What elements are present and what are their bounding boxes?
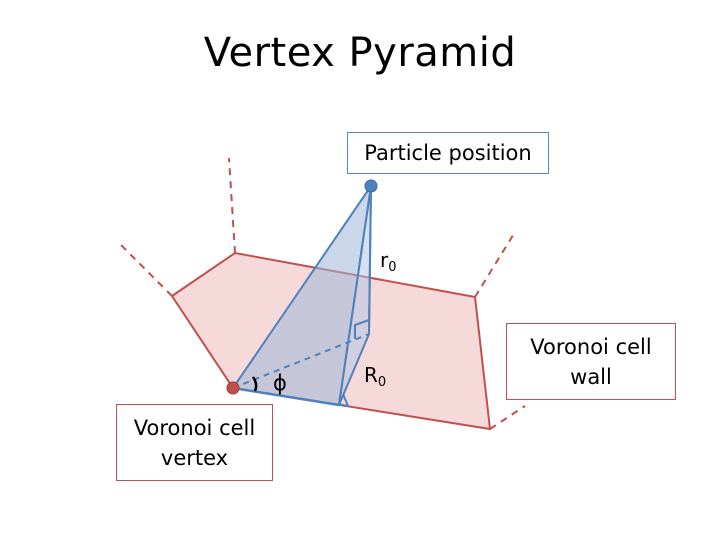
dashed-edge-bottom-right: [489, 405, 526, 430]
particle-position-label: Particle position: [364, 141, 532, 165]
vertex-label-line2: vertex: [160, 446, 229, 470]
r0-subscript: 0: [388, 260, 397, 275]
particle-position-point: [364, 179, 378, 193]
wall-label-line2: wall: [570, 365, 612, 389]
height-line-r0: [368, 185, 372, 335]
angle-phi-arc: [251, 376, 258, 392]
R0-subscript: 0: [377, 375, 387, 390]
particle-position-callout: Particle position: [347, 132, 549, 174]
vertex-label-line1: Voronoi cell: [133, 416, 256, 440]
dashed-edge-top: [228, 157, 236, 254]
dashed-edge-right: [474, 231, 516, 298]
r0-label: r0: [380, 248, 397, 275]
voronoi-cell-vertex-callout: Voronoi cell vertex: [116, 404, 273, 481]
phi-label: ϕ: [273, 371, 287, 395]
wall-label-line1: Voronoi cell: [530, 335, 652, 359]
right-angle-marker-height: [354, 319, 370, 339]
voronoi-vertex-point: [226, 381, 240, 395]
R0-base: R: [364, 363, 378, 387]
r0-base: r: [380, 248, 389, 272]
pyramid-base-edge: [232, 386, 340, 407]
dashed-edge-left: [117, 241, 173, 297]
voronoi-cell-wall-callout: Voronoi cell wall: [506, 323, 676, 400]
page-title: Vertex Pyramid: [203, 30, 517, 76]
right-angle-marker-base: [337, 393, 350, 408]
R0-label: R0: [364, 363, 386, 390]
